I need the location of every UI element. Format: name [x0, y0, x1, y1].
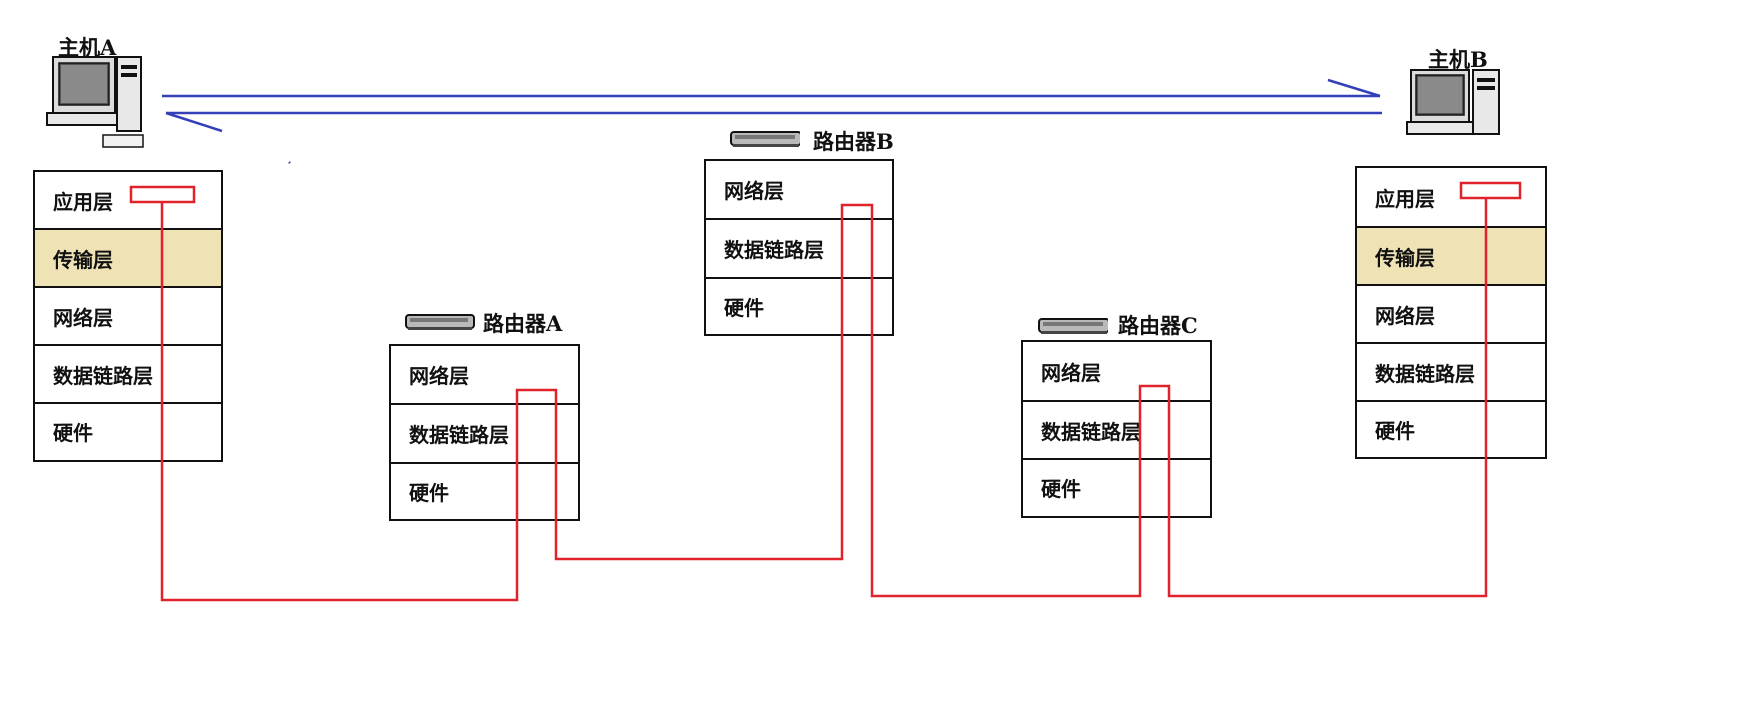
- host-a-hardware-layer: 硬件: [35, 404, 221, 459]
- layer-label: 硬件: [409, 480, 449, 505]
- layer-label: 网络层: [1041, 360, 1101, 385]
- router-a-datalink-layer: 数据链路层: [391, 405, 578, 464]
- layer-label: 网络层: [724, 179, 784, 203]
- layer-label: 应用层: [1375, 186, 1435, 211]
- host-a-network-layer: 网络层: [35, 288, 221, 346]
- layer-label: 传输层: [53, 247, 113, 272]
- host-b-label: 主机B: [1428, 47, 1488, 72]
- layer-label: 数据链路层: [409, 423, 509, 447]
- router-b-label: 路由器B: [813, 129, 894, 154]
- router-icon: [730, 131, 800, 147]
- router-a-stack: 网络层 数据链路层 硬件: [389, 344, 580, 521]
- layer-label: 数据链路层: [53, 363, 153, 388]
- host-a-transport-layer: 传输层: [35, 230, 221, 288]
- router-a-network-layer: 网络层: [391, 346, 578, 405]
- router-b-hardware-layer: 硬件: [706, 279, 892, 333]
- layer-label: 数据链路层: [724, 238, 824, 262]
- router-c-datalink-layer: 数据链路层: [1023, 402, 1210, 460]
- layer-label: 硬件: [1375, 418, 1415, 443]
- router-c-hardware-layer: 硬件: [1023, 460, 1210, 515]
- host-a-application-layer: 应用层: [35, 172, 221, 230]
- host-b-network-layer: 网络层: [1357, 286, 1545, 344]
- router-icon: [1038, 318, 1108, 334]
- host-b-transport-layer: 传输层: [1357, 228, 1545, 286]
- router-a-label: 路由器A: [483, 311, 563, 336]
- host-a-stack: 应用层 传输层 网络层 数据链路层 硬件: [33, 170, 223, 462]
- layer-label: 应用层: [53, 189, 113, 214]
- layer-label: 硬件: [724, 295, 764, 320]
- computer-icon: [46, 56, 144, 148]
- router-b-stack: 网络层 数据链路层 硬件: [704, 159, 894, 336]
- layer-label: 数据链路层: [1375, 361, 1475, 386]
- router-c-label: 路由器C: [1118, 313, 1198, 338]
- dot-mark: [288, 161, 291, 164]
- computer-icon: [1406, 69, 1500, 135]
- host-b-stack: 应用层 传输层 网络层 数据链路层 硬件: [1355, 166, 1547, 459]
- layer-label: 数据链路层: [1041, 419, 1141, 444]
- arrow-head: [1327, 78, 1381, 98]
- layer-label: 网络层: [53, 305, 113, 330]
- router-c-network-layer: 网络层: [1023, 342, 1210, 402]
- layer-label: 网络层: [409, 364, 469, 388]
- router-a-hardware-layer: 硬件: [391, 464, 578, 518]
- data-path: [129, 181, 1522, 602]
- router-icon: [405, 314, 475, 330]
- layer-label: 传输层: [1375, 245, 1435, 270]
- host-a-label: 主机A: [58, 35, 117, 60]
- host-a-data-source: [129, 185, 196, 204]
- router-b-datalink-layer: 数据链路层: [706, 220, 892, 279]
- router-c-stack: 网络层 数据链路层 硬件: [1021, 340, 1212, 518]
- transport-arrows: [162, 78, 1382, 164]
- host-b-datalink-layer: 数据链路层: [1357, 344, 1545, 402]
- layer-label: 硬件: [1041, 477, 1081, 501]
- data-route: [160, 197, 1488, 602]
- host-b-hardware-layer: 硬件: [1357, 402, 1545, 456]
- host-b-data-dest: [1459, 181, 1522, 200]
- arrow-head: [165, 111, 223, 133]
- layer-label: 网络层: [1375, 303, 1435, 328]
- layer-label: 硬件: [53, 421, 93, 445]
- host-a-datalink-layer: 数据链路层: [35, 346, 221, 404]
- router-b-network-layer: 网络层: [706, 161, 892, 220]
- host-b-application-layer: 应用层: [1357, 168, 1545, 228]
